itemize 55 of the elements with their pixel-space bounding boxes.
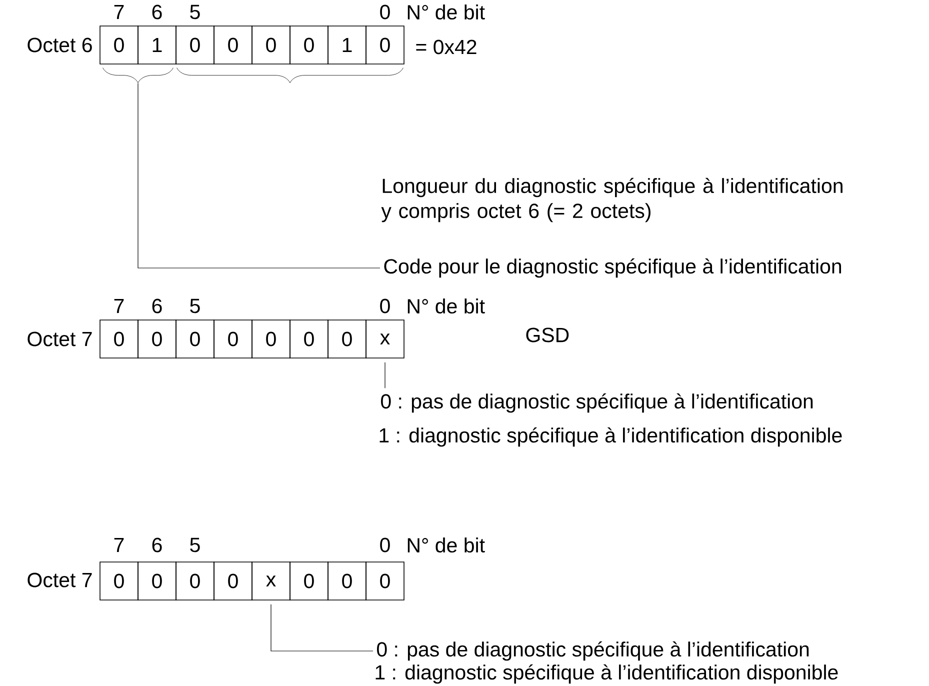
bit-number: 6 [152,4,162,20]
bit-cell: 0 [252,320,290,358]
bit-cell: 0 [366,26,404,64]
bit-number: 0 [380,298,390,314]
bit-number: 5 [190,298,200,314]
bit-cell: 0 [252,26,290,64]
bit-number: 0 [380,538,390,552]
bit-cell: 0 [214,320,252,358]
bit-cell: 0 [290,26,328,64]
bit-cell: 0 [328,320,366,358]
bit-cell: 0 [328,562,366,600]
bit-cell: 0 [176,26,214,64]
axis-caption: N° de bit [408,298,485,314]
bit-cell: 0 [100,562,138,600]
bit-number: 5 [190,538,200,552]
description-text: 0 : pas de diagnostic spécifique à l’identification [381,393,813,413]
bit-cell: 0 [138,562,176,600]
bit-cell: 0 [138,320,176,358]
description-text: 1 : diagnostic spécifique à l’identification disponible [376,664,838,684]
bit-cell: 0 [100,320,138,358]
bit-number: 7 [114,4,124,20]
bit-cell: x [366,320,404,358]
description-text: 0 : pas de diagnostic spécifique à l’identification [377,641,809,661]
brace [102,68,174,83]
bit-cell: 1 [328,26,366,64]
description-text: 1 : diagnostic spécifique à l’identification disponible [380,427,842,447]
bit-cell: 0 [100,26,138,64]
bit-cell: 0 [176,562,214,600]
leader-line [270,604,374,652]
bit-number: 6 [152,538,162,552]
bit-cell: 0 [366,562,404,600]
byte-name: Octet 7 [28,572,92,588]
bit-cell: 0 [176,320,214,358]
note-text: GSD [526,328,569,342]
bit-cell: 1 [138,26,176,64]
bit-number: 0 [380,4,390,20]
leader-line [384,362,386,388]
byte-name: Octet 7 [28,332,92,346]
bit-cell: 0 [214,26,252,64]
bit-number: 7 [114,538,124,552]
bit-number: 5 [190,4,200,20]
bit-cell: 0 [290,320,328,358]
bit-cell: x [252,562,290,600]
bit-cell: 0 [290,562,328,600]
description-text: Longueur du diagnostic spécifique à l’identification y compris octet 6 (= 2 octets) [381,178,842,222]
bit-number: 7 [114,298,124,314]
bit-number: 6 [152,298,162,314]
description-text: Code pour le diagnostic spécifique à l’identification [384,258,841,278]
bit-cell: 0 [214,562,252,600]
hex-value: = 0x42 [416,40,476,54]
axis-caption: N° de bit [408,537,485,553]
byte-name: Octet 6 [28,38,92,52]
axis-caption: N° de bit [408,4,485,20]
brace [176,68,404,83]
leader-line [138,82,380,268]
